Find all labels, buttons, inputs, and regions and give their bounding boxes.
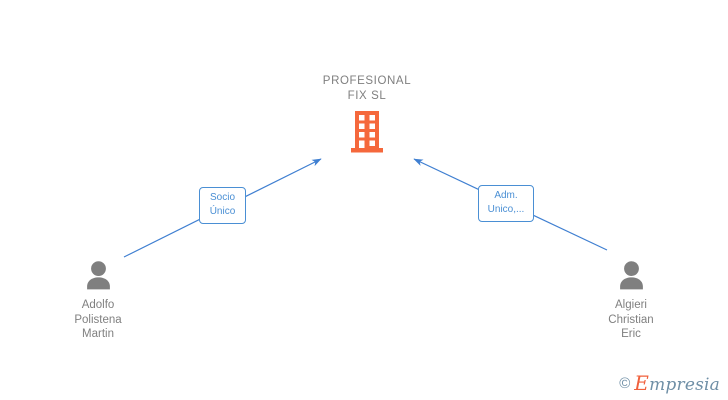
empresia-watermark: © Empresia: [619, 373, 720, 394]
company-title: PROFESIONAL FIX SL: [322, 75, 412, 102]
person-node-right[interactable]: Algieri Christian Eric: [566, 256, 696, 342]
person-left-icon-wrap: [33, 256, 163, 290]
person-left-name: Adolfo Polistena Martin: [74, 299, 122, 340]
person-icon: [86, 261, 110, 290]
person-icon: [619, 261, 643, 290]
brand-rest: mpresia: [649, 375, 720, 395]
copyright-icon: ©: [619, 375, 631, 392]
brand-logo: Empresia: [634, 373, 720, 394]
company-icon-wrap: [283, 110, 451, 158]
person-node-left[interactable]: Adolfo Polistena Martin: [33, 256, 163, 342]
edge-label-adm-unico[interactable]: Adm. Unico,...: [478, 185, 534, 222]
person-right-name: Algieri Christian Eric: [608, 299, 654, 340]
edge-label-socio-unico[interactable]: Socio Único: [199, 187, 246, 224]
company-node[interactable]: PROFESIONAL FIX SL: [283, 74, 451, 158]
building-icon: [351, 111, 383, 153]
person-right-icon-wrap: [566, 256, 696, 290]
brand-initial: E: [634, 371, 650, 395]
